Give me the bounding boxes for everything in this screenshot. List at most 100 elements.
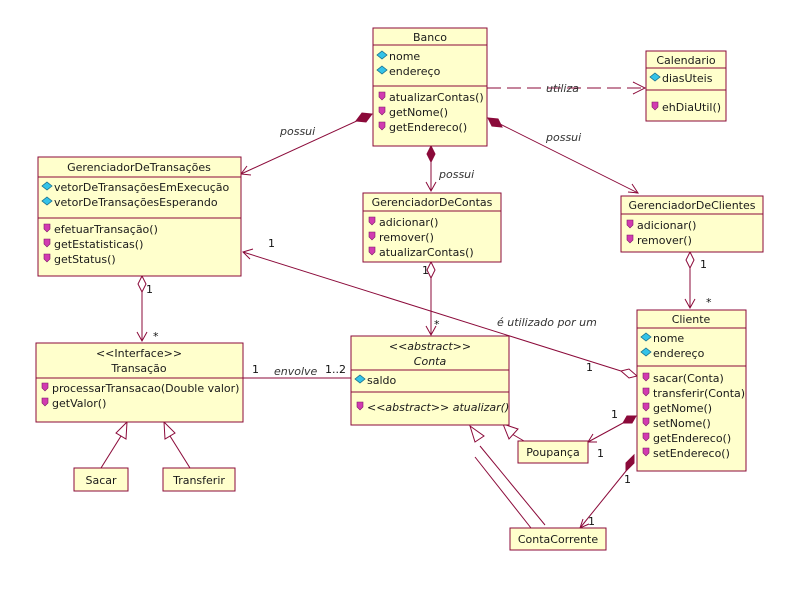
cliente-attr-0-attribute-icon — [640, 332, 652, 342]
class-sacar[interactable]: Sacar — [73, 467, 129, 492]
class-banco[interactable]: Banco — [372, 27, 488, 147]
sacar-transacao-triangle — [115, 420, 128, 440]
cliente-method-0: sacar(Conta) — [653, 372, 724, 385]
gertrans-transacao-diamond — [137, 274, 147, 294]
conta-method-0-method-icon — [356, 401, 364, 411]
banco-method-1: getNome() — [389, 106, 448, 119]
class-calendario[interactable]: Calendario — [645, 50, 727, 122]
calendario-method-0-method-icon — [651, 101, 659, 111]
mult-gertrans-1: 1 — [146, 283, 153, 296]
poupanca-conta-line — [511, 433, 525, 442]
conta-attr-0: saldo — [367, 374, 397, 387]
gerenciador-clientes-method-0-method-icon — [626, 219, 634, 229]
mult-transacao-many: * — [153, 330, 159, 343]
class-contacorrente-name: ContaCorrente — [518, 533, 599, 546]
class-gercli-name: GerenciadorDeClientes — [629, 199, 756, 212]
calendario-method-0: ehDiaUtil() — [662, 101, 721, 114]
mult-cliente-many: * — [706, 296, 712, 309]
mult-cliente-side-1: 1 — [586, 361, 593, 374]
transacao-method-1: getValor() — [52, 397, 106, 410]
class-conta-corrente[interactable]: ContaCorrente — [509, 527, 607, 551]
poupanca-conta-triangle — [502, 423, 519, 440]
mult-conta-1-2: 1..2 — [325, 363, 346, 376]
cliente-gertrans-diamond — [619, 368, 639, 379]
gerenciador-transacoes-method-2-method-icon — [43, 253, 51, 263]
conta-attr-0-attribute-icon — [354, 374, 366, 384]
cliente-method-2: getNome() — [653, 402, 712, 415]
banco-attr-1: endereço — [389, 65, 441, 78]
banco-attr-1-attribute-icon — [376, 65, 388, 75]
cliente-method-3: setNome() — [653, 417, 711, 430]
class-cliente-name: Cliente — [672, 313, 711, 326]
banco-method-0-method-icon — [378, 91, 386, 101]
cliente-method-2-method-icon — [642, 402, 650, 412]
cliente-method-3-method-icon — [642, 417, 650, 427]
sacar-transacao-line — [100, 435, 122, 469]
class-conta[interactable]: <<abstract>> Conta — [350, 335, 510, 426]
class-banco-name: Banco — [413, 31, 447, 44]
banco-method-1-method-icon — [378, 106, 386, 116]
class-transferir-name: Transferir — [172, 474, 225, 487]
cliente-method-5-method-icon — [642, 447, 650, 457]
class-calendario-name: Calendario — [656, 54, 716, 67]
mult-gertrans-side-1: 1 — [268, 237, 275, 250]
class-transacao-name: Transação — [110, 362, 167, 375]
gerenciador-contas-method-0-method-icon — [368, 216, 376, 226]
contacorrente-conta-line-1 — [479, 445, 546, 526]
banco-gercli-line — [487, 117, 639, 194]
gerenciador-contas-method-2-method-icon — [368, 246, 376, 256]
gerenciador-transacoes-attr-1: vetorDeTransaçõesEsperando — [54, 196, 218, 209]
contacorrente-conta-line-2 — [474, 456, 532, 529]
banco-method-2: getEndereco() — [389, 121, 467, 134]
banco-attr-0-attribute-icon — [376, 50, 388, 60]
gercli-cliente-diamond — [685, 250, 695, 270]
class-poupanca[interactable]: Poupança — [517, 440, 589, 464]
class-gerenciador-clientes[interactable]: GerenciadorDeClientes — [620, 195, 764, 253]
gerenciador-transacoes-attr-0: vetorDeTransaçõesEmExecução — [54, 181, 230, 194]
class-conta-name: Conta — [414, 355, 447, 368]
transferir-transacao-triangle — [163, 420, 176, 440]
class-gercontas-name: GerenciadorDeContas — [372, 196, 493, 209]
utiliza-label: utiliza — [546, 82, 579, 95]
gerenciador-clientes-method-1-method-icon — [626, 234, 634, 244]
class-gerenciador-transacoes[interactable]: GerenciadorDeTransações — [37, 156, 242, 277]
mult-gercli-1: 1 — [700, 258, 707, 271]
gerenciador-transacoes-method-0: efetuarTransação() — [54, 223, 158, 236]
class-transferir[interactable]: Transferir — [162, 467, 236, 492]
possui-label-3: possui — [545, 131, 581, 144]
mult-contacorrente-1: 1 — [588, 515, 595, 528]
gerenciador-transacoes-method-1-method-icon — [43, 238, 51, 248]
banco-gercontas-arrowhead — [425, 181, 437, 193]
calendario-attr-0: diasUteis — [662, 72, 713, 85]
cliente-poupanca-line — [587, 422, 624, 443]
gercontas-conta-arrowhead — [425, 325, 437, 337]
gerenciador-contas-method-1-method-icon — [368, 231, 376, 241]
gerenciador-transacoes-method-1: getEstatisticas() — [54, 238, 143, 251]
banco-gercontas-diamond — [426, 144, 436, 164]
cliente-method-4: getEndereco() — [653, 432, 731, 445]
class-poupanca-name: Poupança — [526, 446, 579, 459]
mult-poupanca-1: 1 — [597, 447, 604, 460]
cliente-gertrans-line — [242, 251, 622, 372]
gerenciador-clientes-method-0: adicionar() — [637, 219, 696, 232]
transacao-method-0: processarTransacao(Double valor) — [52, 382, 239, 395]
banco-method-0: atualizarContas() — [389, 91, 484, 104]
class-gertrans-name: GerenciadorDeTransações — [67, 161, 211, 174]
gerenciador-transacoes-method-0-method-icon — [43, 223, 51, 233]
class-transacao[interactable]: <<Interface>> Transação — [35, 342, 244, 423]
calendario-attr-0-attribute-icon — [649, 72, 661, 82]
gerenciador-contas-method-0: adicionar() — [379, 216, 438, 229]
cliente-gertrans-arrowhead — [242, 248, 254, 260]
gerenciador-transacoes-method-2: getStatus() — [54, 253, 116, 266]
cliente-poupanca-diamond — [622, 415, 637, 424]
mult-cliente-cc-1: 1 — [624, 473, 631, 486]
mult-transacao-1: 1 — [252, 363, 259, 376]
class-cliente[interactable]: Cliente — [636, 309, 747, 472]
cliente-contacorrente-line — [579, 470, 627, 529]
class-gerenciador-contas[interactable]: GerenciadorDeContas — [362, 192, 502, 263]
class-members: nome endereço atualizarContas() getNome() ge… — [41, 50, 745, 460]
cliente-method-0-method-icon — [642, 372, 650, 382]
banco-attr-0: nome — [389, 50, 420, 63]
possui-label-1: possui — [279, 125, 315, 138]
transacao-method-1-method-icon — [41, 397, 49, 407]
